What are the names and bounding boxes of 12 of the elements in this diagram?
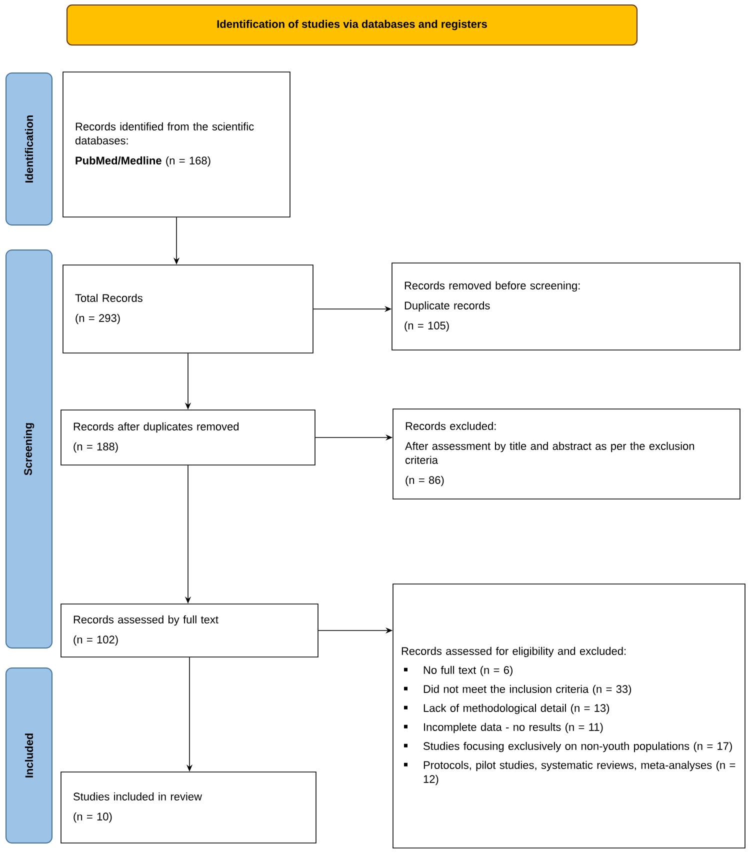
title-banner: Identification of studies via databases and registers xyxy=(66,4,638,46)
process-box: Records assessed by full text (n = 102) xyxy=(60,604,318,658)
process-box: Studies included in review (n = 10) xyxy=(60,772,316,844)
process-box: Total Records (n = 293) xyxy=(62,264,314,354)
exclusion-box: Records assessed for eligibility and excluded: No full text (n = 6) Did not meet the inclusion criteria (n = 33) Lack of methodological detail (n = 13) Incomplete data - no results (n = 11) Studies focusing exclusively on non-youth populations (n = 17) Protocols, pilot studies, systematic reviews, meta-analyses (n = 12) xyxy=(392,584,746,848)
stage-band: Screening xyxy=(6,250,52,648)
process-box: Records removed before screening: Duplicate records (n = 105) xyxy=(392,262,740,350)
process-box: Records identified from the scientific databases: PubMed/Medline (n = 168) xyxy=(62,72,290,218)
stage-band: Identification xyxy=(6,72,52,226)
process-box: Records after duplicates removed (n = 188) xyxy=(60,410,316,466)
stage-band: Included xyxy=(6,668,52,844)
process-box: Records excluded: After assessment by title and abstract as per the exclusion criteria (n = 86) xyxy=(392,408,740,500)
